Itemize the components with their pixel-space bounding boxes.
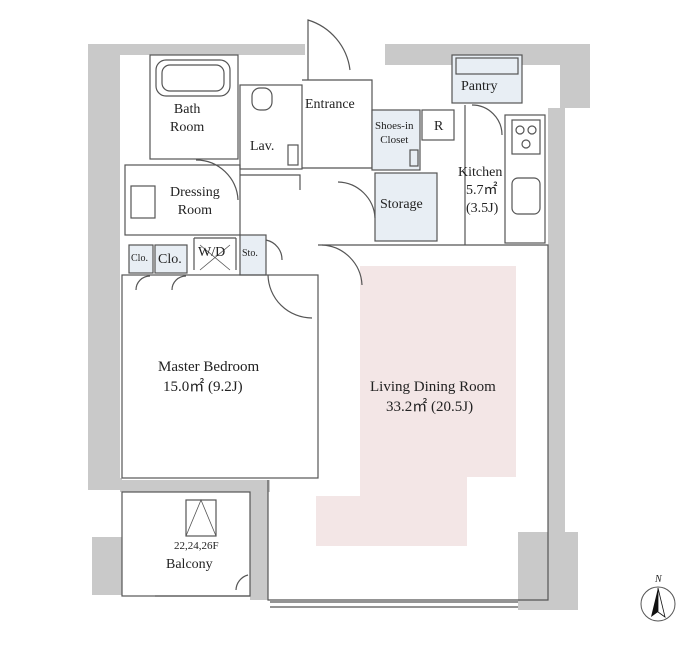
kitchen-jo-label: (3.5J) — [466, 201, 499, 216]
shoes-in-closet-label: Shoes-in Closet — [375, 120, 414, 146]
closet-label: Clo. — [158, 252, 182, 267]
bath-room-label: Bath Room — [170, 102, 205, 135]
pantry-label: Pantry — [461, 79, 498, 94]
washer-dryer-label: W/D — [198, 245, 226, 260]
compass-north-label: N — [655, 574, 662, 585]
balcony-label: Balcony — [166, 557, 213, 572]
kitchen-area-label: 5.7㎡ — [466, 183, 498, 198]
floor-note: 22,24,26F — [174, 540, 219, 552]
living-dining-highlight — [316, 266, 516, 546]
refrigerator-label: R — [434, 119, 444, 134]
kitchen-label: Kitchen — [458, 165, 503, 180]
master-bedroom-area: 15.0㎡ (9.2J) — [163, 379, 243, 395]
lavatory-label: Lav. — [250, 139, 275, 154]
small-storage-label: Sto. — [242, 248, 258, 259]
master-bedroom-label: Master Bedroom — [158, 359, 260, 375]
living-dining-label: Living Dining Room — [370, 379, 496, 395]
storage-label: Storage — [380, 197, 423, 212]
north-compass — [640, 586, 676, 622]
small-closet-label: Clo. — [131, 253, 148, 264]
dressing-room-label: Dressing Room — [170, 185, 220, 218]
room-outlines — [121, 19, 549, 608]
living-dining-area: 33.2㎡ (20.5J) — [386, 399, 474, 415]
entrance-label: Entrance — [305, 97, 355, 112]
